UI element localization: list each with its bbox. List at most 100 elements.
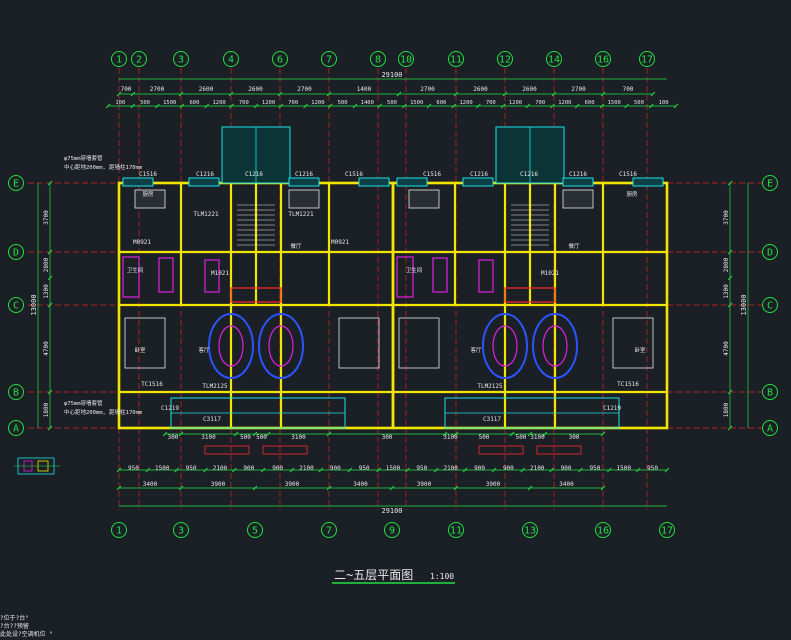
- label-1: C1216: [196, 171, 214, 178]
- dim-tick: [116, 467, 122, 473]
- sill-note-left: [204, 445, 250, 455]
- room-label-5: 厨房: [626, 190, 638, 198]
- bath-fixture-2: [432, 257, 448, 293]
- dim-tick: [527, 485, 533, 491]
- dim-text: 3100: [443, 434, 458, 441]
- window-top: [188, 177, 220, 187]
- dim-tick: [228, 91, 234, 97]
- bottom-note-1: ?位于?台°: [0, 614, 29, 622]
- grid-top-12-circle: [639, 51, 655, 67]
- bath-fixture: [396, 256, 414, 298]
- dim-tick: [260, 467, 266, 473]
- dim-text: 1500: [386, 465, 401, 472]
- dim-text: 2700: [420, 86, 435, 93]
- round-table-right: [532, 313, 578, 379]
- unit-0: [117, 126, 395, 455]
- dim-tick: [727, 180, 733, 186]
- dim-text: 2100: [299, 465, 314, 472]
- grid-bottom-7-circle: [595, 522, 611, 538]
- dim-text: 700: [486, 100, 496, 106]
- dim-text: 2600: [199, 86, 214, 93]
- grid-top-7-circle: [398, 51, 414, 67]
- window-top: [462, 177, 494, 187]
- dim-vtext: 1300: [723, 284, 730, 299]
- dim-text: 1400: [361, 100, 374, 106]
- dim-tick: [491, 467, 497, 473]
- dim-text: 500: [140, 100, 150, 106]
- dim-vtext: 2800: [723, 257, 730, 272]
- dim-text: 1500: [608, 100, 621, 106]
- dim-text: 2600: [248, 86, 263, 93]
- grid-right-4-label: A: [767, 424, 773, 435]
- room-label-0: 卧室: [134, 346, 146, 354]
- overall-dim-top: 29100: [381, 71, 402, 79]
- grid-bottom-4-circle: [384, 522, 400, 538]
- grid-bottom-2-label: 5: [252, 526, 258, 537]
- dim-tick: [178, 485, 184, 491]
- label-14: M1021: [211, 270, 229, 277]
- bottom-note-2: ?台??预留: [0, 622, 29, 630]
- grid-bottom-6-circle: [522, 522, 538, 538]
- label-19: TC1516: [617, 381, 639, 388]
- dim-text: 1200: [213, 100, 226, 106]
- grid-right-4-circle: [762, 420, 778, 436]
- dim-text: 950: [416, 465, 427, 472]
- dim-text: 2600: [473, 86, 488, 93]
- dim-tick: [229, 103, 234, 109]
- dim-tick: [727, 425, 733, 431]
- dim-tick: [178, 431, 184, 437]
- dim-text: 1400: [357, 86, 372, 93]
- room-label-7: 卫生间: [406, 266, 423, 274]
- table-inner-left: [492, 325, 518, 367]
- sill-note-left: [478, 445, 524, 455]
- dim-tick: [130, 103, 136, 109]
- dim-text: 100: [659, 100, 669, 106]
- dim-tick: [327, 103, 333, 109]
- dim-text: 3400: [353, 481, 368, 488]
- red-door-block: [230, 287, 282, 303]
- dim-tick: [453, 431, 459, 437]
- dim-tick: [673, 103, 679, 109]
- bed-right: [612, 317, 654, 369]
- dim-tick: [326, 485, 332, 491]
- grid-left-4-circle: [8, 420, 24, 436]
- grid-bottom-8-label: 17: [661, 526, 673, 537]
- dim-tick: [178, 91, 184, 97]
- window-top: [122, 177, 154, 187]
- dim-text: 3400: [143, 481, 158, 488]
- grid-right-0-label: E: [767, 179, 773, 190]
- room-label-3: 客厅: [470, 346, 482, 354]
- label-10: TLM1221: [193, 211, 219, 218]
- dim-tick: [500, 103, 506, 109]
- dim-text: 3900: [486, 481, 501, 488]
- grid-right-0-circle: [762, 175, 778, 191]
- dim-vtext: 1800: [723, 402, 730, 417]
- dim-tick: [650, 91, 656, 97]
- dim-tick: [453, 91, 459, 97]
- label-21: C3117: [483, 416, 501, 423]
- grid-top-6-label: 8: [375, 55, 381, 66]
- dim-tick: [155, 103, 160, 109]
- dim-tick: [527, 431, 533, 437]
- note-pipe-top-1: φ75mm穿墙套管: [64, 154, 103, 162]
- note-pipe-bottom-2: 中心距地200mm, 距墙柱170mm: [64, 408, 143, 416]
- label-0: C1516: [139, 171, 157, 178]
- grid-top-4-label: 6: [277, 55, 283, 66]
- dim-tick: [47, 180, 53, 186]
- dim-tick: [130, 91, 136, 97]
- dim-tick: [174, 467, 180, 473]
- label-7: C1216: [520, 171, 538, 178]
- dim-tick: [442, 431, 448, 437]
- dim-tick: [326, 431, 332, 437]
- grid-bottom-4-label: 9: [389, 526, 395, 537]
- window-top: [396, 177, 428, 187]
- dim-text: 300: [569, 434, 580, 441]
- dim-text: 900: [330, 465, 341, 472]
- grid-top-10-label: 14: [548, 55, 560, 66]
- grid-top-10-circle: [546, 51, 562, 67]
- dim-text: 900: [243, 465, 254, 472]
